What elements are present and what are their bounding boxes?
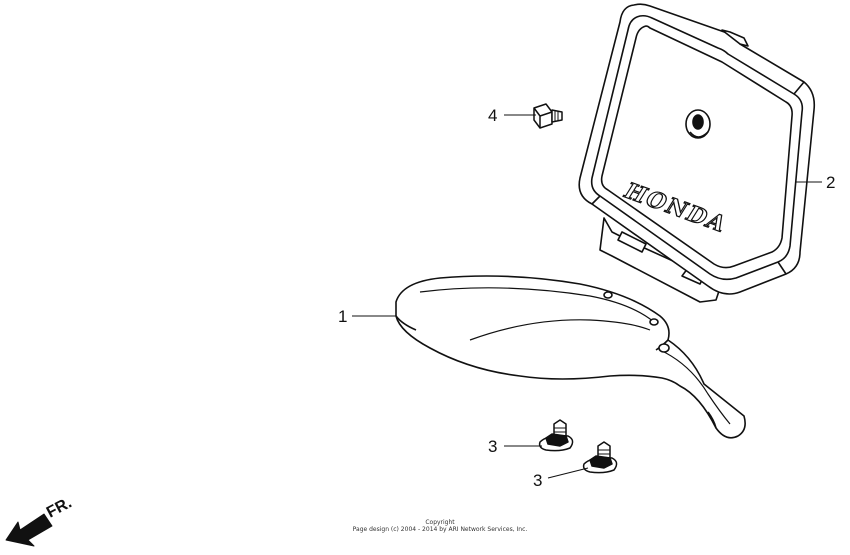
screw-head-top — [533, 107, 553, 128]
number-plate-grommet-shadow — [689, 131, 709, 138]
number-plate-grommet-hole — [692, 114, 704, 130]
copyright-title: Copyright — [425, 519, 455, 526]
front-fender-shell — [395, 275, 746, 439]
callout-screw: 4 — [488, 106, 497, 125]
copyright-notice: Copyright Page design (c) 2004 - 2014 by… — [300, 519, 580, 533]
front-direction-label: FR. — [44, 494, 75, 521]
callout-bolt-upper: 3 — [488, 437, 497, 456]
number-plate-rim-edge — [591, 81, 805, 275]
front-fender[interactable] — [395, 275, 746, 439]
leader-lines — [352, 114, 822, 479]
front-fender-hole-2 — [649, 318, 659, 326]
bolt-lower-thread-lines — [598, 449, 610, 455]
number-plate-face — [600, 25, 793, 269]
number-plate-mount-slot — [617, 231, 647, 253]
bolt-upper-head — [545, 433, 569, 447]
callout-bolt-lower: 3 — [533, 471, 542, 490]
copyright-text: Page design (c) 2004 - 2014 by ARI Netwo… — [352, 526, 528, 533]
front-fender-hole-3 — [658, 343, 670, 353]
bolt-upper-thread-lines — [554, 427, 566, 433]
front-fender-contour-2 — [469, 319, 651, 341]
callout-fender: 1 — [338, 307, 347, 326]
bolt-lower-head — [589, 455, 613, 469]
screw-thread — [554, 110, 559, 122]
screw-head — [533, 103, 553, 129]
bolt-lower[interactable] — [582, 441, 618, 474]
front-direction-arrow-icon — [5, 513, 53, 547]
bolt-upper[interactable] — [538, 419, 574, 452]
front-direction-indicator: FR. — [5, 494, 75, 547]
front-fender-hole — [603, 291, 613, 299]
number-plate[interactable] — [578, 3, 816, 303]
leader-line-bolt-lower — [547, 467, 589, 479]
number-plate-top-tab — [721, 29, 749, 47]
screw[interactable] — [533, 103, 563, 129]
callout-number-plate: 2 — [826, 173, 835, 192]
front-fender-contour — [419, 287, 655, 323]
screw-shank — [551, 109, 563, 123]
front-fender-inner — [659, 349, 731, 425]
